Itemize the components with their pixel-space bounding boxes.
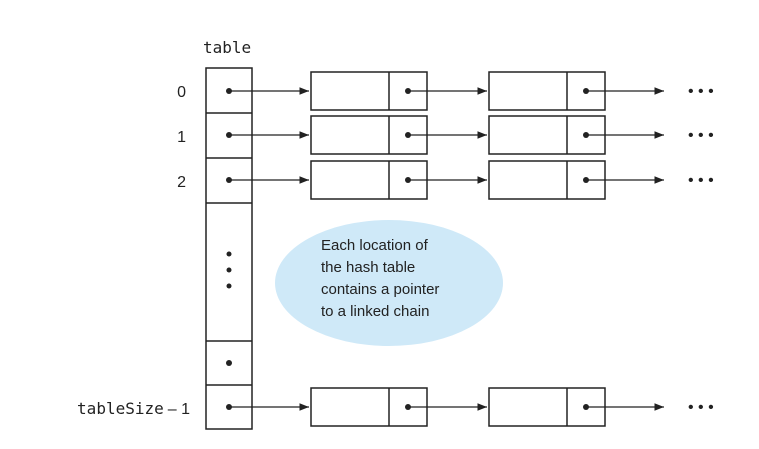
row-label-last: tableSize– 1: [77, 399, 190, 418]
table-vertical-ellipsis: [226, 251, 232, 289]
chain-row-0: [226, 71, 664, 111]
ellipsis-row-0: • • •: [688, 83, 714, 100]
callout-line-1: Each location of: [321, 237, 429, 254]
table-label: table: [203, 38, 251, 57]
row-label-1: 1: [177, 129, 186, 146]
chain-row-1: [226, 115, 664, 155]
pointer-dot: [226, 360, 232, 366]
callout-line-2: the hash table: [321, 259, 415, 276]
chain-row-2: [226, 160, 664, 200]
hash-table-array: [205, 67, 253, 430]
chain-row-last: [226, 387, 664, 427]
row-label-last-suffix: – 1: [168, 401, 190, 418]
ellipsis-row-1: • • •: [688, 127, 714, 144]
callout-line-4: to a linked chain: [321, 303, 429, 320]
callout-line-3: contains a pointer: [321, 281, 439, 298]
callout-bubble: [275, 220, 503, 346]
ellipsis-row-2: • • •: [688, 172, 714, 189]
row-label-last-mono: tableSize: [77, 399, 164, 418]
row-label-0: 0: [177, 84, 186, 101]
row-label-2: 2: [177, 174, 186, 191]
ellipsis-row-last: • • •: [688, 399, 714, 416]
